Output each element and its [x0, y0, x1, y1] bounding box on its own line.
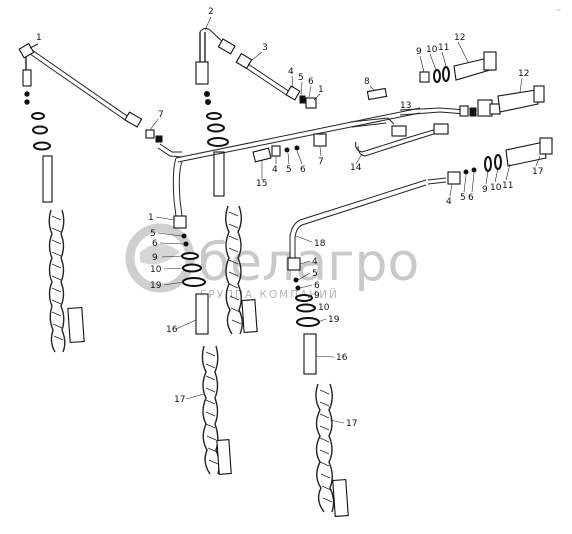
- label-part-14: 14: [350, 163, 362, 173]
- center-hose-column: 2: [195, 7, 258, 335]
- watermark-brand: белагро: [198, 233, 419, 293]
- label-part-6-mid: 6: [300, 165, 306, 175]
- label-part-17-lower-right: 17: [346, 419, 357, 429]
- pipe-14: 14: [349, 117, 449, 173]
- sleeve-left: [42, 155, 53, 203]
- pipe-bend-2: [199, 27, 226, 45]
- label-part-6-top: 6: [308, 77, 314, 87]
- label-part-16-lower: 16: [166, 325, 178, 335]
- top-right-fitting-group: 9 10 11 12: [416, 33, 497, 83]
- label-part-1: 1: [36, 33, 42, 43]
- label-part-18-right: 18: [314, 239, 326, 249]
- label-part-17-lower: 17: [174, 395, 185, 405]
- hose-end-left: [67, 306, 85, 344]
- label-part-4-mid: 4: [272, 165, 278, 175]
- nut-center: [195, 61, 209, 85]
- sleeve-16-left: [195, 293, 209, 335]
- label-part-1-top: 1: [318, 85, 324, 95]
- sleeve-16-right: [303, 333, 317, 375]
- label-part-9-lower: 9: [152, 253, 158, 263]
- lower-left-assembly: 1 5 6 9 10 19 16 17: [148, 157, 232, 475]
- pipe-cross-long: [175, 107, 421, 159]
- label-part-3: 3: [262, 43, 268, 53]
- banjo-fitting-top-left: [18, 42, 35, 59]
- label-part-5-mid: 5: [286, 165, 292, 175]
- label-part-8: 8: [364, 77, 370, 87]
- washer-left-2: [24, 99, 30, 105]
- label-part-19-lower: 19: [150, 281, 162, 291]
- nut-left-1: [22, 69, 32, 87]
- lower-right-assembly: 18 4 5 6 9 10 19 16 17: [287, 179, 427, 517]
- label-part-10-lower-right: 10: [318, 303, 330, 313]
- label-part-4-right: 4: [446, 197, 452, 207]
- right-fitting-group: 12 13: [399, 69, 545, 117]
- label-part-6-right: 6: [468, 193, 474, 203]
- watermark: белагро ГРУППА КОМПАНИЙ: [125, 223, 419, 301]
- pipe-diagonal-1: [31, 49, 131, 119]
- label-part-5-lower: 5: [150, 229, 156, 239]
- ring-left-1: [31, 112, 45, 120]
- label-part-16-lower-right: 16: [336, 353, 348, 363]
- label-part-12-right: 12: [518, 69, 529, 79]
- label-part-6-lower-right: 6: [314, 281, 320, 291]
- label-part-10-right: 10: [490, 183, 502, 193]
- label-part-6-lower: 6: [152, 239, 158, 249]
- pipe-3-assembly: 3 4 5 6 1: [235, 43, 324, 109]
- label-part-1-lower: 1: [148, 213, 154, 223]
- left-hose-column: 1: [18, 33, 85, 353]
- label-part-10-top: 10: [426, 45, 438, 55]
- spring-guard-center-a: [225, 205, 233, 335]
- label-part-4-top: 4: [288, 67, 294, 77]
- label-part-7-mid: 7: [318, 157, 324, 167]
- label-part-13: 13: [400, 101, 411, 111]
- ring-left-3: [33, 141, 51, 151]
- label-part-12-top: 12: [454, 33, 465, 43]
- spring-guard-left-b: [60, 209, 66, 353]
- label-part-15: 15: [256, 179, 267, 189]
- svg-text:~: ~: [556, 7, 561, 14]
- washer-left-1: [24, 91, 30, 97]
- label-part-9-right: 9: [482, 185, 488, 195]
- label-part-11-right: 11: [502, 181, 513, 191]
- label-part-7: 7: [158, 110, 164, 120]
- coupling-12-right: [497, 89, 539, 113]
- fitting-7: 7: [124, 110, 183, 158]
- label-part-19-lower-right: 19: [328, 315, 340, 325]
- label-part-11-top: 11: [438, 43, 449, 53]
- label-part-10-lower: 10: [150, 265, 162, 275]
- watermark-logo-leaf: [140, 244, 180, 265]
- label-part-5-lower-right: 5: [312, 269, 318, 279]
- label-part-9-top: 9: [416, 47, 422, 57]
- fitting-group-right-lower: 4 5 6 9 10 11 17: [427, 137, 553, 207]
- label-part-2: 2: [208, 7, 214, 17]
- fitting-group-4567: 4 5 6 7: [252, 133, 327, 175]
- sleeve-center: [213, 151, 225, 197]
- label-part-17-right: 17: [532, 167, 543, 177]
- coupling-17-right: [505, 141, 547, 167]
- ring-left-2: [32, 125, 48, 135]
- fitting-8: 8: [364, 77, 388, 101]
- label-part-4-lower-right: 4: [312, 257, 318, 267]
- label-part-5-right: 5: [460, 193, 466, 203]
- label-part-5-top: 5: [298, 73, 304, 83]
- label-part-9-lower-right: 9: [314, 291, 320, 301]
- spring-guard-left-a: [48, 209, 56, 353]
